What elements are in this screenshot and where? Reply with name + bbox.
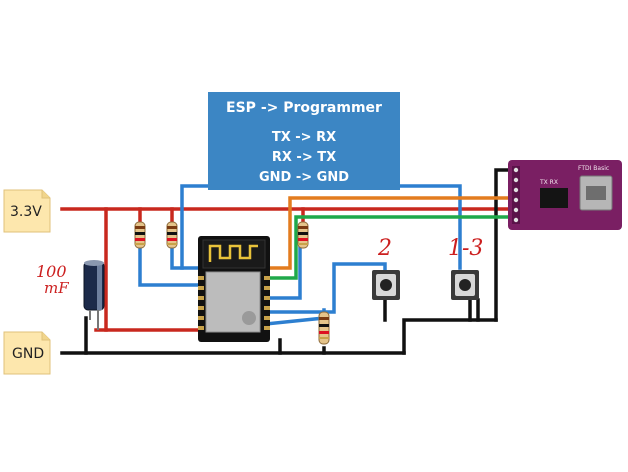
- note-title: ESP -> Programmer: [226, 100, 382, 116]
- resistor-r1: [134, 221, 146, 249]
- ftdi-board-pins: TX RX: [539, 179, 558, 186]
- tx-wire: [266, 196, 516, 270]
- capacitor: [83, 260, 105, 330]
- push-button-left: [372, 270, 400, 300]
- push-button-right: [451, 270, 479, 300]
- rx-wire: [266, 215, 516, 280]
- vcc-label-text: 3.3V: [10, 204, 42, 220]
- vcc-label: 3.3V: [3, 189, 51, 233]
- resistor-r4: [318, 311, 330, 345]
- button-right-label: 1-3: [448, 236, 484, 261]
- capacitor-unit-label: mF: [44, 279, 69, 297]
- resistor-r2: [166, 221, 178, 249]
- note-line-tx: TX -> RX: [271, 130, 337, 145]
- esp-module: [198, 236, 270, 342]
- note-line-rx: RX -> TX: [271, 150, 337, 165]
- button-left-label: 2: [378, 236, 392, 261]
- gnd-label-text: GND: [12, 346, 44, 362]
- gnd-label: GND: [3, 331, 51, 375]
- connection-note: ESP -> Programmer TX -> RX RX -> TX GND …: [208, 92, 400, 190]
- ftdi-board: FTDI Basic TX RX: [508, 160, 622, 230]
- capacitor-value-label: 100: [36, 262, 67, 281]
- note-line-gnd: GND -> GND: [258, 170, 350, 185]
- ftdi-board-name: FTDI Basic: [578, 165, 609, 172]
- resistor-r3: [297, 221, 309, 249]
- signal-wires: [138, 184, 462, 326]
